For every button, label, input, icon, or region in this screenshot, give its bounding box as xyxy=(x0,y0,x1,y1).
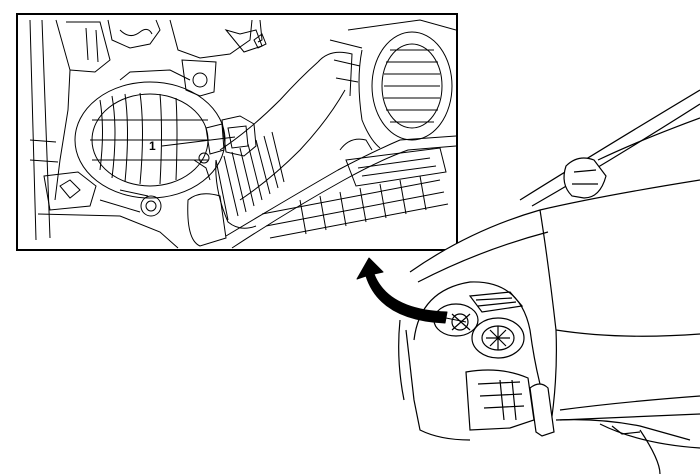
vehicle-front-corner xyxy=(399,90,700,474)
support-brace xyxy=(226,136,456,248)
left-body-structure xyxy=(30,20,178,248)
upper-components xyxy=(108,20,266,96)
sensor-connector xyxy=(194,116,256,180)
intake-duct-hose xyxy=(188,52,352,246)
cooling-fans xyxy=(330,20,456,148)
inset-detail-view: 1 xyxy=(17,14,457,250)
callout-leader-line xyxy=(162,137,235,146)
location-leader-line xyxy=(446,318,466,322)
curved-arrow-icon xyxy=(357,258,447,323)
callout-label-1: 1 xyxy=(149,139,156,153)
radiator-grille xyxy=(262,148,448,238)
